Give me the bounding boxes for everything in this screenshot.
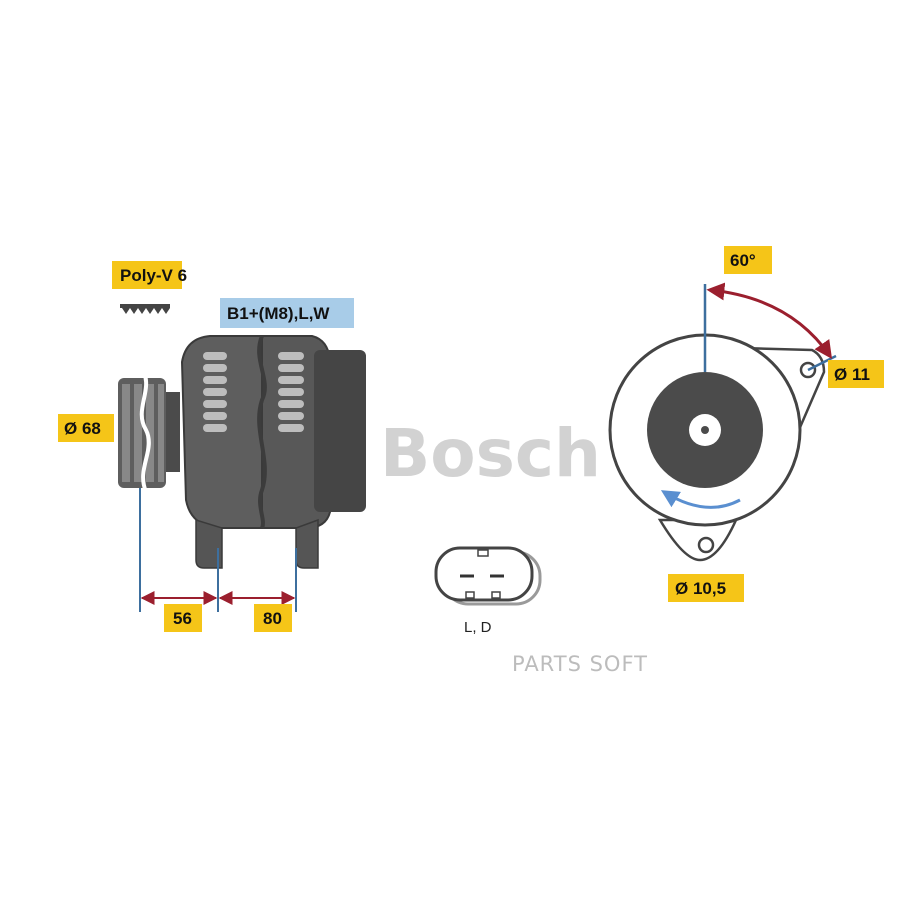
watermark-brand: Bosch: [380, 415, 601, 492]
svg-text:56: 56: [173, 609, 192, 628]
plug-terminals-label: L, D: [464, 619, 492, 636]
label-dimension-80: 80: [254, 604, 292, 632]
label-pulley-diameter: Ø 68: [58, 414, 114, 442]
svg-text:Ø 11: Ø 11: [834, 365, 870, 384]
cooling-slots-rear: [278, 352, 304, 432]
svg-text:Ø 10,5: Ø 10,5: [675, 579, 726, 598]
mounting-foot-front: [195, 518, 223, 569]
label-hole-lower: Ø 10,5: [668, 574, 744, 602]
alternator-side-view: [118, 335, 366, 612]
label-hole-upper: Ø 11: [828, 360, 884, 388]
rotation-arrow-icon: [660, 490, 741, 509]
label-dimension-56: 56: [164, 604, 202, 632]
svg-text:Poly-V 6: Poly-V 6: [120, 266, 187, 285]
svg-text:Ø 68: Ø 68: [64, 419, 101, 438]
parts-soft-watermark: PARTS SOFT: [512, 652, 648, 676]
label-connection: B1+(M8),L,W: [220, 298, 354, 328]
svg-text:B1+(M8),L,W: B1+(M8),L,W: [227, 304, 330, 323]
connector-plug-icon: [434, 546, 542, 606]
lower-mounting-ear: [657, 518, 738, 562]
label-angle: 60°: [724, 246, 772, 274]
rear-cover: [314, 350, 366, 512]
label-belt-type: Poly-V 6: [112, 261, 187, 289]
angle-arc-arrow: [706, 282, 833, 359]
pulley: [118, 371, 180, 493]
cooling-slots-front: [203, 352, 227, 432]
svg-text:80: 80: [263, 609, 282, 628]
poly-v-belt-icon: [120, 304, 170, 314]
alternator-rear-view: [608, 282, 837, 562]
svg-text:60°: 60°: [730, 251, 756, 270]
mounting-foot-rear: [295, 518, 319, 569]
